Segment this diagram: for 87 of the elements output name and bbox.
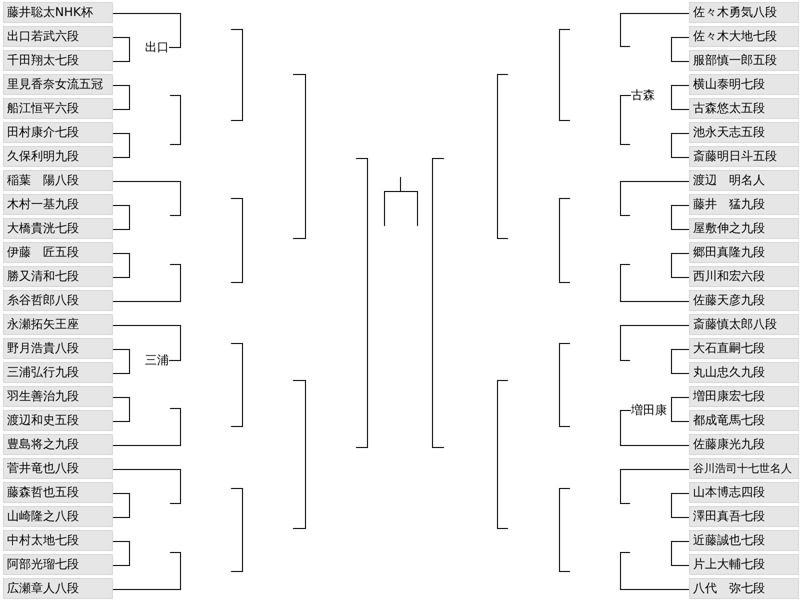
player-box: 服部慎一郎五段 xyxy=(689,50,799,71)
player-box: 渡辺和史五段 xyxy=(3,410,113,431)
winner-name: 三浦 xyxy=(145,353,169,367)
bracket-line xyxy=(112,264,181,302)
player-box: 谷川浩司十七世名人 xyxy=(689,458,799,479)
bracket-line xyxy=(112,181,181,216)
player-box: 糸谷哲郎八段 xyxy=(3,290,113,311)
player-box: 屋敷伸之九段 xyxy=(689,218,799,239)
player-box: 山本博志四段 xyxy=(689,482,799,503)
player-box: 佐々木勇気八段 xyxy=(689,2,799,23)
bracket-line xyxy=(671,253,690,278)
bracket-line xyxy=(620,469,690,504)
player-box: 木村一基九段 xyxy=(3,194,113,215)
player-box: 船江恒平六段 xyxy=(3,98,113,119)
player-box: 近藤誠也七段 xyxy=(689,530,799,551)
bracket-line xyxy=(112,205,130,230)
bracket-line xyxy=(671,133,690,158)
bracket-line xyxy=(671,541,690,566)
player-box: 藤井 猛九段 xyxy=(689,194,799,215)
player-box: 菅井竜也八段 xyxy=(3,458,113,479)
player-box: 八代 弥七段 xyxy=(689,578,799,599)
bracket-line xyxy=(671,397,690,422)
player-box: 池永天志五段 xyxy=(689,122,799,143)
bracket-line xyxy=(112,493,130,518)
bracket-line xyxy=(620,13,690,47)
bracket-line xyxy=(620,181,690,216)
player-box: 千田翔太七段 xyxy=(3,50,113,71)
bracket-line xyxy=(620,552,690,590)
player-box: 横山泰明七段 xyxy=(689,74,799,95)
bracket-line xyxy=(112,541,130,566)
player-box: 都成竜馬七段 xyxy=(689,410,799,431)
bracket-line xyxy=(620,95,632,145)
bracket-line xyxy=(112,85,130,110)
player-box: 渡辺 明名人 xyxy=(689,170,799,191)
player-box: 佐藤康光九段 xyxy=(689,434,799,455)
winner-name: 出口 xyxy=(145,40,169,54)
player-box: 田村康介七段 xyxy=(3,122,113,143)
player-box: 片上大輔七段 xyxy=(689,554,799,575)
bracket-line xyxy=(112,13,181,48)
player-box: 増田康宏七段 xyxy=(689,386,799,407)
player-box: 大石直嗣七段 xyxy=(689,338,799,359)
bracket-line xyxy=(671,349,690,374)
player-box: 斎藤慎太郎八段 xyxy=(689,314,799,335)
player-box: 丸山忠久九段 xyxy=(689,362,799,383)
bracket-line xyxy=(671,205,690,230)
bracket-line xyxy=(671,85,690,110)
player-box: 西川和宏六段 xyxy=(689,266,799,287)
bracket-line xyxy=(620,264,690,302)
player-box: 勝又清和七段 xyxy=(3,266,113,287)
bracket-line xyxy=(112,552,181,590)
player-box: 古森悠太五段 xyxy=(689,98,799,119)
player-box: 三浦弘行九段 xyxy=(3,362,113,383)
bracket-line xyxy=(620,410,690,446)
bracket-line xyxy=(112,325,181,361)
winner-name: 増田康 xyxy=(631,403,667,417)
bracket-line xyxy=(112,37,130,62)
player-box: 藤井聡太NHK杯 xyxy=(3,2,113,23)
player-box: 中村太地七段 xyxy=(3,530,113,551)
bracket-line xyxy=(112,408,181,446)
player-box: 斎藤明日斗五段 xyxy=(689,146,799,167)
player-box: 羽生善治九段 xyxy=(3,386,113,407)
player-box: 阿部光瑠七段 xyxy=(3,554,113,575)
player-box: 豊島将之九段 xyxy=(3,434,113,455)
player-box: 稲葉 陽八段 xyxy=(3,170,113,191)
bracket-line xyxy=(112,349,130,374)
player-box: 郷田真隆九段 xyxy=(689,242,799,263)
bracket-line xyxy=(112,253,130,278)
bracket-line xyxy=(112,469,181,504)
player-box: 里見香奈女流五冠 xyxy=(3,74,113,95)
bracket-line xyxy=(671,493,690,518)
player-box: 藤森哲也五段 xyxy=(3,482,113,503)
player-box: 出口若武六段 xyxy=(3,26,113,47)
bracket-line xyxy=(112,397,130,422)
player-box: 永瀬拓矢王座 xyxy=(3,314,113,335)
winner-name: 古森 xyxy=(631,88,655,102)
bracket-line xyxy=(671,37,690,62)
bracket-line xyxy=(112,133,130,158)
player-box: 澤田真吾七段 xyxy=(689,506,799,527)
player-box: 広瀬章人八段 xyxy=(3,578,113,599)
player-box: 大橋貴洸七段 xyxy=(3,218,113,239)
player-box: 野月浩貴八段 xyxy=(3,338,113,359)
player-box: 伊藤 匠五段 xyxy=(3,242,113,263)
player-box: 佐々木大地七段 xyxy=(689,26,799,47)
player-box: 久保利明九段 xyxy=(3,146,113,167)
player-box: 山崎隆之八段 xyxy=(3,506,113,527)
player-box: 佐藤天彦九段 xyxy=(689,290,799,311)
bracket-line xyxy=(620,325,690,361)
